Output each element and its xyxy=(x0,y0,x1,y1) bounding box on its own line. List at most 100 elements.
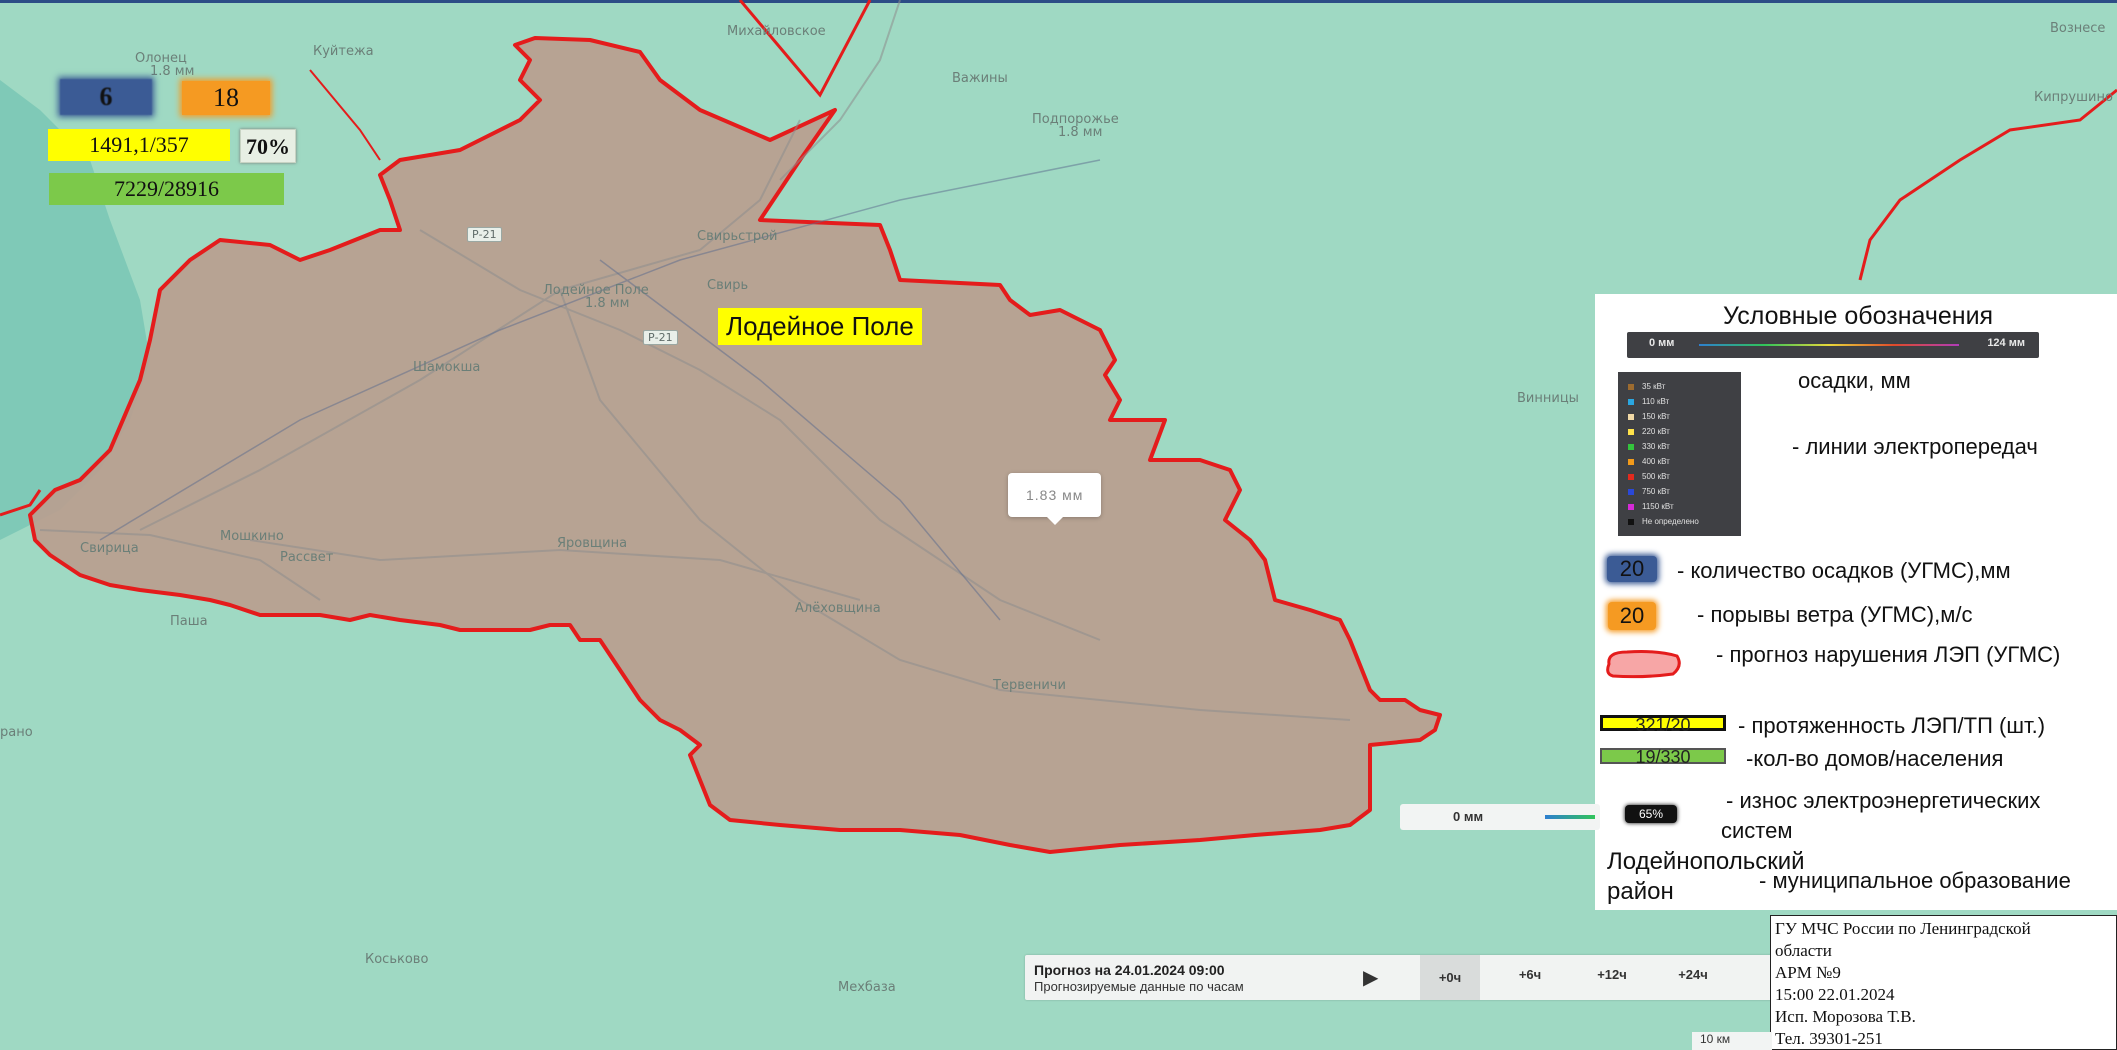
precip-gradient-bar: 0 мм 124 мм xyxy=(1627,332,2039,358)
roads xyxy=(39,0,1351,721)
forecast-title: Прогноз на 24.01.2024 09:00 xyxy=(1034,962,1225,978)
step-6h[interactable]: +6ч xyxy=(1518,967,1542,982)
gradient-max-label: 124 мм xyxy=(1987,337,2025,349)
neighbour-border-topleft xyxy=(309,69,381,161)
swatch-2 xyxy=(1628,413,1634,420)
line-type-4: 330 кВт xyxy=(1628,442,1670,451)
map-precip-scale-bar xyxy=(1545,815,1595,819)
place-pasha: Паша xyxy=(170,614,208,629)
place-moshkino: Мошкино xyxy=(220,529,284,544)
power-line-length-box: 1491,1/357 xyxy=(48,129,230,161)
org-line-4: 15:00 22.01.2024 xyxy=(1775,985,1895,1004)
line-type-1: 110 кВт xyxy=(1628,397,1669,406)
map-scale: 10 км xyxy=(1692,1032,1772,1050)
gradient-min-label: 0 мм xyxy=(1649,337,1675,349)
legend-lines-label: - линии электропередач xyxy=(1792,434,2038,459)
place-terenichi: Тервеничи xyxy=(992,678,1066,693)
legend-wind-label: - порывы ветра (УГМС),м/с xyxy=(1697,602,1973,627)
swatch-7 xyxy=(1628,488,1634,495)
line-type-6: 500 кВт xyxy=(1628,472,1670,481)
line-type-7: 750 кВт xyxy=(1628,487,1670,496)
place-mikhailovskoe: Михайловское xyxy=(727,24,826,39)
swatch-9 xyxy=(1628,518,1634,525)
org-line-2: области xyxy=(1775,941,1832,960)
org-line-5: Исп. Морозова Т.В. xyxy=(1775,1007,1916,1026)
forecast-panel: Прогноз на 24.01.2024 09:00 Прогнозируем… xyxy=(1025,955,1777,1000)
line-type-label: 400 кВт xyxy=(1642,457,1670,466)
neighbour-border-top xyxy=(738,0,872,98)
place-svir: Свирь xyxy=(707,278,748,293)
place-mekhbaza: Мехбаза xyxy=(838,980,896,995)
legend-precip-sample: 20 xyxy=(1607,556,1657,582)
legend-violation-label: - прогноз нарушения ЛЭП (УГМС) xyxy=(1716,642,2061,667)
step-0h[interactable]: +0ч xyxy=(1420,955,1480,1000)
line-type-label: Не определено xyxy=(1642,517,1699,526)
line-type-label: 110 кВт xyxy=(1642,397,1670,406)
legend-wear-label-2: систем xyxy=(1721,818,1793,843)
swatch-5 xyxy=(1628,458,1634,465)
top-edge xyxy=(0,0,2117,3)
road-badge-r21-north: Р-21 xyxy=(467,227,502,242)
line-type-2: 150 кВт xyxy=(1628,412,1670,421)
legend-title: Условные обозначения xyxy=(1723,302,1994,330)
legend-district-line-1: Лодейнопольский xyxy=(1607,848,1805,875)
place-lodeinoe-pole-sub: 1.8 мм xyxy=(585,296,629,311)
line-type-5: 400 кВт xyxy=(1628,457,1670,466)
line-type-label: 330 кВт xyxy=(1642,442,1670,451)
place-kuitezha: Куйтежа xyxy=(313,44,374,59)
legend-violation-icon xyxy=(1606,650,1681,679)
legend-wear-sample: 65% xyxy=(1625,805,1677,823)
line-type-0: 35 кВт xyxy=(1628,382,1665,391)
step-12h[interactable]: +12ч xyxy=(1597,967,1627,982)
swatch-1 xyxy=(1628,398,1634,405)
line-type-3: 220 кВт xyxy=(1628,427,1670,436)
place-lodeinoe-pole: Лодейное Поле xyxy=(543,283,649,298)
place-vinnitsy: Винницы xyxy=(1517,391,1579,406)
line-type-8: 1150 кВт xyxy=(1628,502,1674,511)
place-svirstroy: Свирьстрой xyxy=(697,229,777,244)
power-lines xyxy=(99,159,1101,621)
swatch-0 xyxy=(1628,383,1634,390)
legend-district-line-2: район xyxy=(1607,878,1674,905)
power-line-types-box: 35 кВт 110 кВт 150 кВт 220 кВт 330 кВт 4… xyxy=(1618,372,1741,536)
swatch-6 xyxy=(1628,473,1634,480)
map-precip-scale-min: 0 мм xyxy=(1453,809,1484,824)
district-polygon[interactable] xyxy=(28,36,1442,854)
houses-population-box: 7229/28916 xyxy=(49,173,284,205)
legend-houses-sample: 19/330 xyxy=(1600,748,1726,766)
wear-badge: 70% xyxy=(240,129,296,163)
place-alekhovshchina: Алёховщина xyxy=(795,601,881,616)
place-podporozhye-sub: 1.8 мм xyxy=(1058,125,1102,140)
place-olonets-sub: 1.8 мм xyxy=(150,64,194,79)
legend-wind-sample: 20 xyxy=(1608,602,1656,630)
gradient-line xyxy=(1699,344,1959,346)
legend-panel: Условные обозначения 0 мм 124 мм 35 кВт … xyxy=(1595,294,2117,910)
line-type-label: 750 кВт xyxy=(1642,487,1670,496)
place-yarovshchina: Яровщина xyxy=(557,536,627,551)
place-partial: рано xyxy=(0,725,33,740)
legend-precip-count-label: - количество осадков (УГМС),мм xyxy=(1677,558,2011,583)
swatch-4 xyxy=(1628,443,1634,450)
legend-municipal-label: - муниципальное образование xyxy=(1759,868,2071,893)
precip-tooltip: 1.83 мм xyxy=(1008,473,1102,525)
line-type-9: Не определено xyxy=(1628,517,1699,526)
place-labels: Олонец 1.8 мм Куйтежа Михайловское Важин… xyxy=(0,21,2113,995)
road-badge-r21-south: Р-21 xyxy=(643,330,678,345)
place-shamoksha: Шамокша xyxy=(413,360,480,375)
place-koskovo: Коськово xyxy=(365,952,428,967)
wind-gust-box: 18 xyxy=(182,81,270,115)
play-icon[interactable]: ▶ xyxy=(1363,967,1379,989)
step-24h[interactable]: +24ч xyxy=(1678,967,1708,982)
place-vazhiny: Важины xyxy=(952,71,1008,86)
place-voznesenye: Вознесе xyxy=(2050,21,2105,36)
lake-ladoga xyxy=(0,80,150,540)
swatch-8 xyxy=(1628,503,1634,510)
legend-precip-label: осадки, мм xyxy=(1798,368,1911,393)
place-kiprushino: Кипрушино xyxy=(2034,90,2113,105)
neighbour-border-left xyxy=(0,489,42,517)
line-type-label: 500 кВт xyxy=(1642,472,1670,481)
legend-lines-sample: 321/20 xyxy=(1600,715,1726,734)
legend-lines-length-label: - протяженность ЛЭП/ТП (шт.) xyxy=(1738,713,2046,738)
place-rassvet: Рассвет xyxy=(280,550,334,565)
